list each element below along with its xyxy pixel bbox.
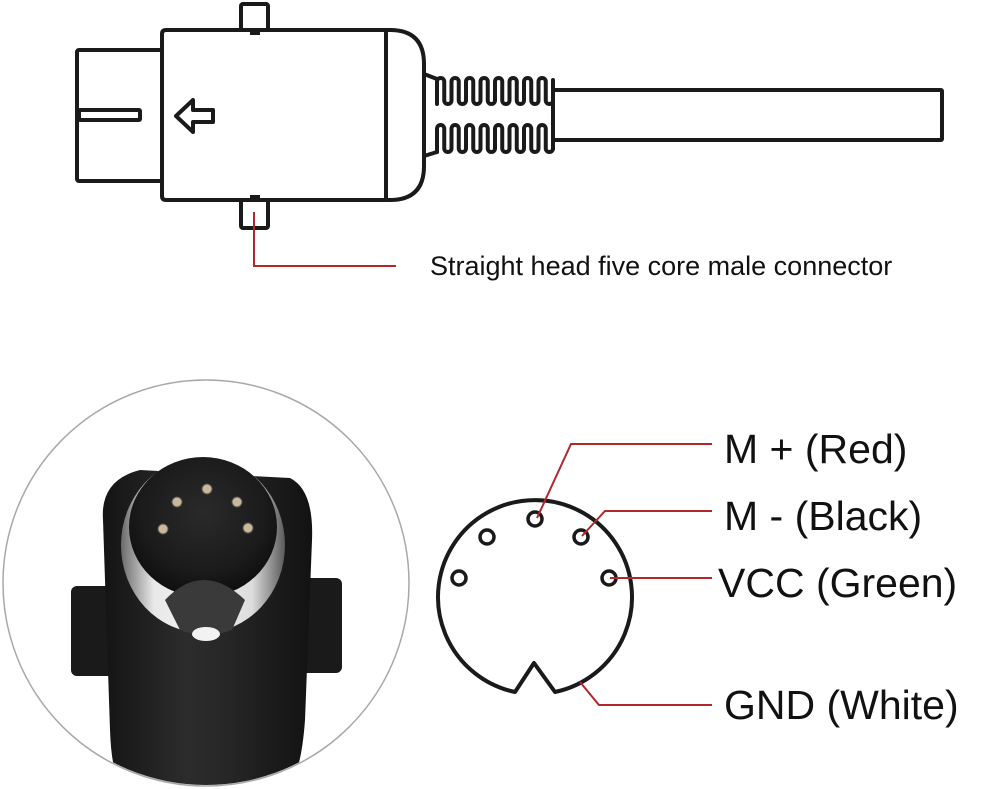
strain-relief-wave-top [435,76,555,106]
pinout-outline [436,498,634,694]
strain-relief-wave-bottom [435,123,555,154]
photo-pins [157,483,254,535]
photo-pin-insert [129,457,277,597]
connector-photo [2,379,410,787]
label-m-plus: M + (Red) [724,426,907,472]
cable [551,88,944,142]
photo-pin [242,522,254,534]
callout-connector-label: Straight head five core male connector [430,251,892,281]
pinout-diagram: M + (Red) M - (Black) VCC (Green) GND (W… [436,426,959,728]
arrow-left-icon [174,98,215,134]
plug-key-slot [77,108,142,122]
pin-m-plus [526,510,544,528]
photo-pin [171,496,183,508]
connector-side-view: Straight head five core male connector [75,2,944,281]
photo-key-notch [165,580,245,635]
strain-relief-base [422,72,439,158]
connector-housing [160,28,426,202]
callout-leader-connector [253,212,396,267]
photo-pin [157,523,169,535]
leader-gnd [579,681,712,706]
photo-key-highlight [192,627,220,641]
tab-notch-bottom [250,195,260,200]
photo-pin [231,496,243,508]
label-gnd: GND (White) [724,682,959,728]
pin-unlabeled-left-lower [450,569,468,587]
label-m-minus: M - (Black) [724,493,922,539]
pin-unlabeled-left-upper [478,528,496,546]
photo-pin [201,483,213,495]
leader-m-plus [536,443,712,519]
latch-tab-top [239,2,270,34]
label-vcc: VCC (Green) [718,560,957,606]
tab-notch-top [250,30,260,35]
leader-m-minus [581,510,712,537]
